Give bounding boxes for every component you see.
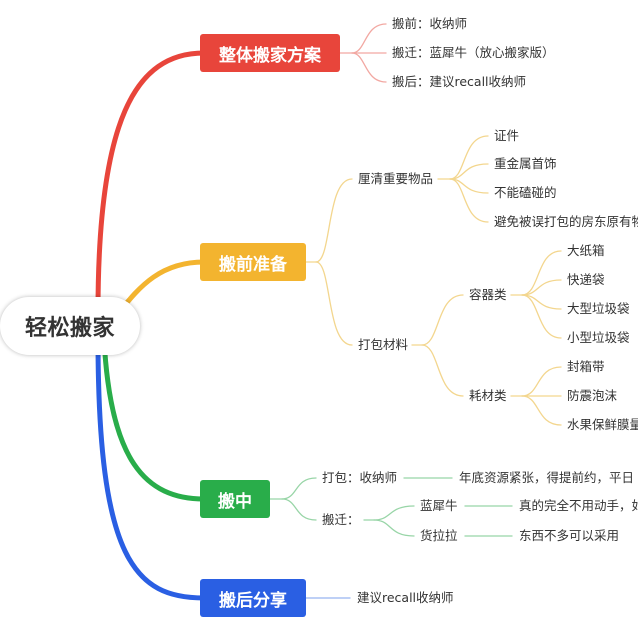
connector-line	[449, 163, 489, 180]
main-branch-curve-moving-day	[101, 335, 207, 502]
connector-group-moving-day	[269, 477, 513, 537]
main-topic-moving-day: 搬中	[200, 480, 270, 518]
item-landlord-belongings: 避免被误打包的房东原有物	[494, 214, 638, 229]
central-topic: 轻松搬家	[0, 297, 140, 355]
connector-line	[373, 519, 415, 537]
subtopic-packing-materials: 打包材料	[358, 337, 409, 352]
subtopic-relocation: 搬迁：	[322, 512, 360, 527]
connector-line	[521, 366, 562, 397]
item-jewelry: 重金属首饰	[494, 156, 557, 171]
item-large-trash-bag: 大型垃圾袋	[567, 301, 630, 316]
main-topic-preparation: 搬前准备	[200, 243, 306, 281]
main-branch-curve-after-sharing	[95, 335, 207, 601]
item-lalamove: 货拉拉	[420, 528, 458, 543]
connector-line	[521, 250, 562, 296]
item-cling-film: 水果保鲜膜量	[567, 417, 638, 432]
item-blue-rhino: 蓝犀牛	[420, 498, 458, 513]
subtopic-after-moving: 搬后：建议recall收纳师	[392, 74, 527, 89]
subtopic-consumables: 耗材类	[469, 388, 507, 403]
note-blue-rhino: 真的完全不用动手，如	[519, 498, 638, 513]
note-packing-organizer: 年底资源紧张，得提前约，平日	[459, 470, 635, 485]
subtopic-during-moving: 搬迁：蓝犀牛（放心搬家版）	[392, 45, 555, 60]
subtopic-packing-organizer: 打包：收纳师	[322, 470, 398, 485]
subtopic-recall-organizer: 建议recall收纳师	[357, 590, 454, 605]
item-packing-tape: 封箱带	[567, 359, 605, 374]
connector-line	[449, 178, 489, 223]
item-documents: 证件	[494, 128, 520, 143]
item-fragile: 不能磕碰的	[494, 185, 557, 200]
connector-line	[421, 294, 464, 346]
connector-line	[315, 261, 353, 346]
item-courier-bag: 快递袋	[567, 272, 605, 287]
connector-line	[281, 498, 317, 521]
subtopic-before-moving: 搬前：收纳师	[392, 16, 468, 31]
connector-group-preparation	[305, 135, 562, 426]
subtopic-containers: 容器类	[469, 287, 507, 302]
subtopic-important-items: 厘清重要物品	[358, 171, 434, 186]
main-branch-curve-overall-plan	[95, 50, 207, 315]
connector-line	[521, 395, 562, 426]
connector-line	[521, 279, 562, 296]
item-small-trash-bag: 小型垃圾袋	[567, 330, 630, 345]
item-foam: 防震泡沫	[567, 388, 618, 403]
main-topic-after-sharing: 搬后分享	[200, 579, 306, 617]
connector-line	[281, 477, 317, 500]
item-large-carton: 大纸箱	[567, 243, 605, 258]
main-topic-overall-plan: 整体搬家方案	[200, 34, 340, 72]
connector-line	[351, 23, 387, 54]
connector-line	[449, 135, 489, 180]
connector-group-overall-plan	[339, 23, 387, 83]
connector-line	[315, 178, 353, 263]
note-lalamove: 东西不多可以采用	[519, 528, 620, 543]
connector-line	[521, 294, 562, 339]
connector-line	[421, 344, 464, 397]
connector-line	[373, 505, 415, 521]
connector-line	[351, 52, 387, 83]
